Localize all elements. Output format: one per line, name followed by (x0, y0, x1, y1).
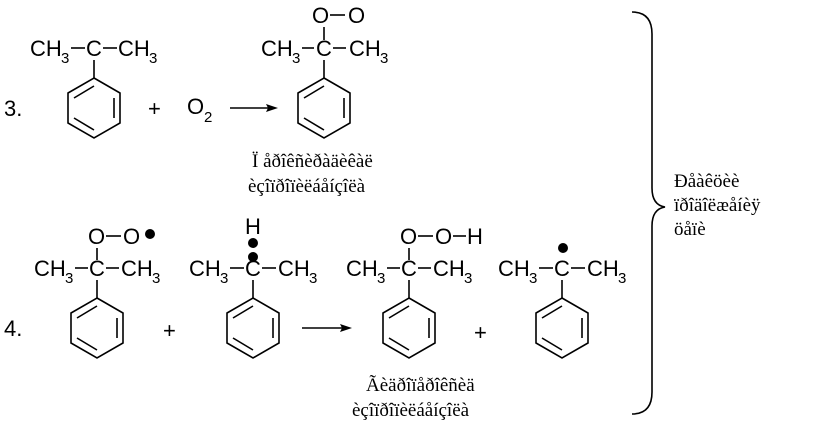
ch3-left: CH (189, 256, 221, 281)
sub3-right: 3 (149, 50, 157, 67)
sub3-left: 3 (61, 50, 69, 67)
benzene-ring (535, 297, 589, 359)
side-note-line3: öåïè (674, 219, 706, 240)
sub3-left: 3 (220, 270, 228, 287)
sub3-right: 3 (309, 270, 317, 287)
sub3-right: 3 (618, 270, 626, 287)
cumyl-radical-molecule: CH 3 C CH 3 (498, 243, 626, 359)
radical-dot-icon (558, 243, 568, 253)
sub3-right: 3 (380, 50, 388, 67)
hydroperoxide-molecule: O O H CH 3 C CH 3 (346, 224, 483, 359)
sub3-right: 3 (464, 270, 472, 287)
reaction-4-number: 4. (4, 316, 22, 341)
hydrogen: H (245, 214, 261, 239)
caption-peroxy-line1: Ï åðîêñèðàäèêàë (252, 151, 373, 172)
sub3-left: 3 (377, 270, 385, 287)
ch3-right: CH (433, 256, 465, 281)
ch3-left: CH (261, 36, 293, 61)
sub3-left: 3 (529, 270, 537, 287)
electron-dot-icon (248, 238, 258, 248)
carbon-center: C (316, 36, 332, 61)
oxygen-1: O (400, 224, 417, 249)
peroxy-radical-molecule: O O CH 3 C CH 3 (261, 3, 388, 139)
side-note-line1: Ðåàêöèè (674, 171, 739, 192)
ch3-left: CH (30, 36, 62, 61)
benzene-ring (67, 77, 121, 139)
ch3-left: CH (34, 256, 66, 281)
carbon-center: C (401, 256, 417, 281)
oxygen-1: O (88, 224, 105, 249)
cumene-molecule: CH 3 C CH 3 (30, 36, 157, 139)
arrow-icon (302, 324, 352, 332)
carbon-center: C (89, 256, 105, 281)
ch3-right: CH (121, 256, 153, 281)
oxygen-2: O (123, 224, 140, 249)
oxygen-1: O (312, 3, 329, 28)
peroxy-radical-reactant: O O CH 3 C CH 3 (34, 224, 160, 359)
caption-hydroperoxide-line1: Ãèäðîïåðîêñèä (366, 374, 475, 396)
plus-sign: + (148, 96, 161, 121)
plus-sign-2: + (474, 320, 487, 345)
arrow-icon (230, 104, 278, 112)
ch3-right: CH (118, 36, 150, 61)
oxygen-2: O (348, 3, 365, 28)
ch3-right: CH (587, 256, 619, 281)
right-brace-icon (631, 11, 666, 415)
plus-sign-1: + (163, 318, 176, 343)
caption-peroxy-line2: èçîïðîïèëáåíçîëà (248, 176, 366, 197)
carbon-center: C (86, 36, 102, 61)
benzene-ring (382, 297, 436, 359)
carbon-center: C (554, 256, 570, 281)
benzene-ring (226, 297, 280, 359)
side-note-line2: ïðîäîëæåíèÿ (673, 195, 761, 216)
sub3-left: 3 (292, 50, 300, 67)
caption-hydroperoxide-line2: èçîïðîïèëáåíçîëà (352, 400, 470, 421)
oxygen-2: O (435, 224, 452, 249)
hydrogen: H (467, 224, 483, 249)
carbon-center: C (245, 256, 261, 281)
radical-dot-icon (145, 229, 155, 239)
benzene-ring (70, 297, 124, 359)
sub3-right: 3 (152, 270, 160, 287)
ch3-right: CH (278, 256, 310, 281)
ch3-right: CH (349, 36, 381, 61)
cumene-molecule: H CH 3 C CH 3 (189, 214, 317, 359)
reaction-3-number: 3. (4, 96, 22, 121)
oxygen-molecule: O (187, 94, 204, 119)
ch3-left: CH (346, 256, 378, 281)
electron-dot-icon (248, 252, 258, 262)
sub3-left: 3 (65, 270, 73, 287)
ch3-left: CH (498, 256, 530, 281)
sub2: 2 (204, 109, 212, 126)
benzene-ring (297, 77, 351, 139)
